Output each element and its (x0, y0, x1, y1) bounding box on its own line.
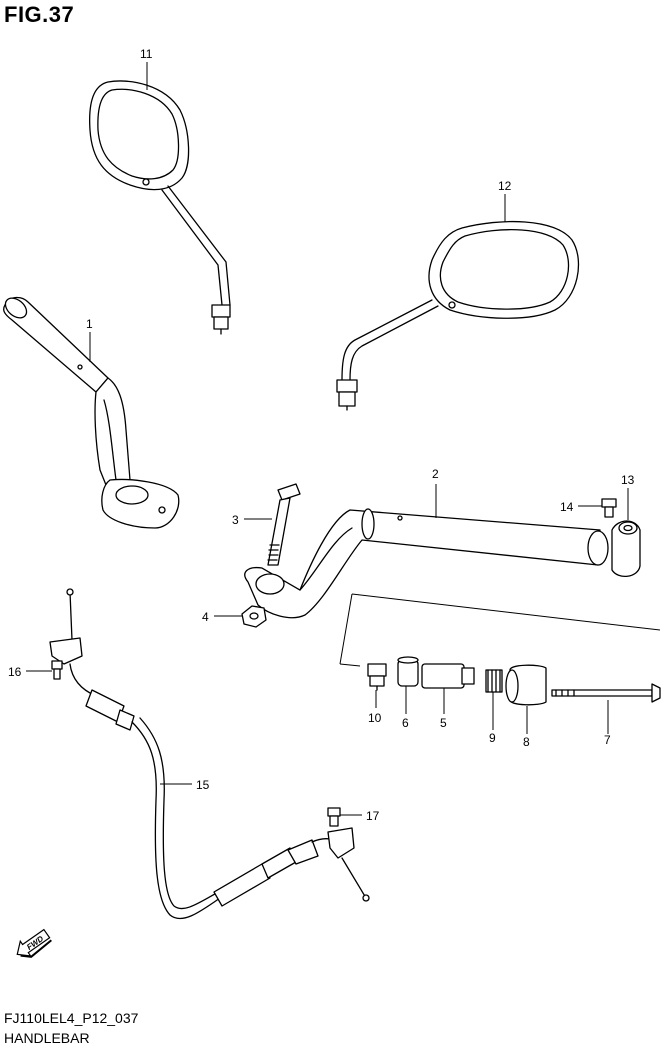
callout-9: 9 (489, 731, 496, 745)
nut-4 (241, 605, 267, 628)
callout-10: 10 (368, 711, 382, 725)
fwd-arrow-icon: FWD (16, 928, 52, 958)
figure-title: FIG.37 (4, 2, 75, 27)
callout-7: 7 (604, 733, 611, 747)
part-6 (397, 656, 419, 687)
callout-14: 14 (560, 500, 574, 514)
leader-lines (26, 62, 629, 816)
callout-8: 8 (523, 735, 530, 749)
handlebar-holder (611, 520, 641, 577)
callout-4: 4 (202, 610, 209, 624)
part-5 (421, 663, 475, 689)
part-8 (505, 664, 547, 706)
throttle-cable (49, 588, 370, 920)
callout-12: 12 (498, 179, 512, 193)
screw-17 (327, 807, 341, 827)
callout-17: 17 (366, 809, 380, 823)
part-7 (551, 683, 661, 703)
diagram-name: HANDLEBAR (4, 1030, 90, 1046)
bolt-3 (267, 483, 301, 566)
screw-16 (51, 660, 63, 680)
callout-2: 2 (432, 467, 439, 481)
balancer-subassembly-frame (339, 593, 661, 667)
callout-3: 3 (232, 513, 239, 527)
part-10 (367, 663, 387, 691)
callout-6: 6 (402, 716, 409, 730)
callout-5: 5 (440, 716, 447, 730)
mirror-left (89, 80, 231, 335)
callout-15: 15 (196, 778, 210, 792)
callout-11: 11 (140, 47, 153, 61)
bolt-14 (601, 498, 617, 518)
diagram-code: FJ110LEL4_P12_037 (4, 1010, 139, 1026)
callout-13: 13 (621, 473, 635, 487)
callout-1: 1 (86, 317, 93, 331)
handlebar-left-section (3, 296, 180, 529)
callout-16: 16 (8, 665, 22, 679)
mirror-right (336, 220, 580, 411)
callout-labels: 11 12 1 2 3 4 13 14 10 6 5 9 8 7 15 16 1… (8, 47, 635, 823)
part-9 (485, 669, 503, 693)
handlebar-main (244, 508, 609, 619)
